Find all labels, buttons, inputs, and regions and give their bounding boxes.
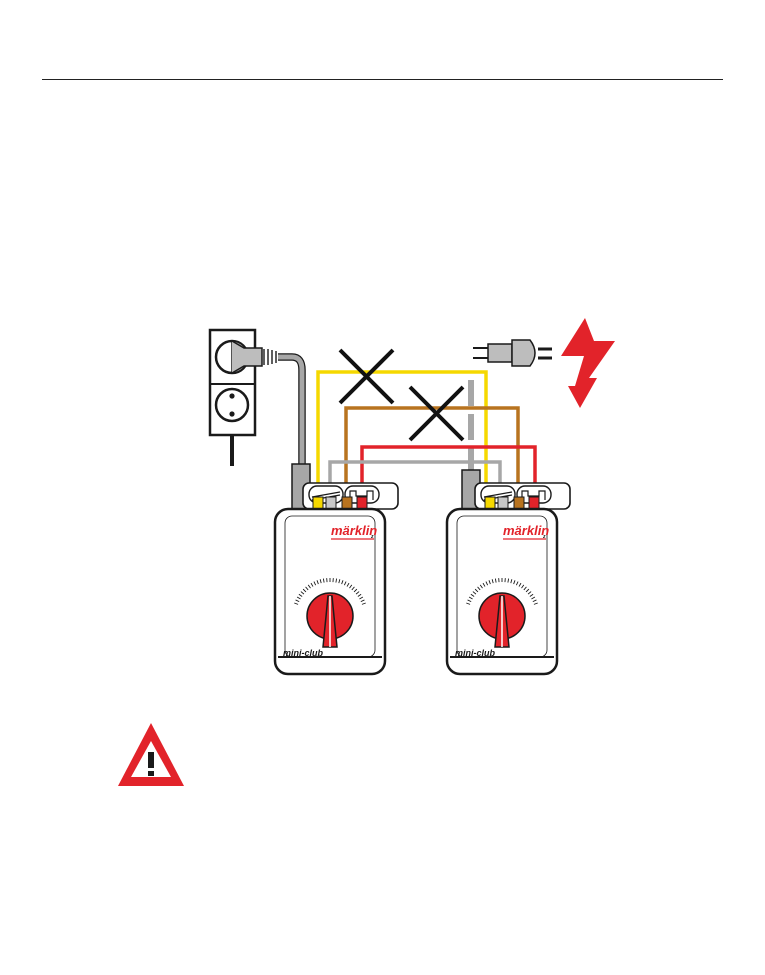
warning-triangle-icon (118, 723, 184, 786)
x-mark-icon (410, 387, 463, 440)
series-label: mini-club (455, 648, 496, 658)
x-mark-icon (340, 350, 393, 403)
left-gray-cable-outline (278, 357, 302, 466)
outlet-hole-bottom (229, 411, 234, 416)
series-label: mini-club (283, 648, 324, 658)
brand-suffix: z (370, 534, 374, 540)
right-controller: märklin z mini-club (447, 483, 570, 674)
left-controller: märklin z mini-club (275, 483, 398, 674)
brand-suffix: z (542, 534, 546, 540)
outlet-hole-top (229, 393, 234, 398)
mains-plug-icon (473, 340, 552, 366)
lightning-bolt-icon (561, 318, 615, 408)
